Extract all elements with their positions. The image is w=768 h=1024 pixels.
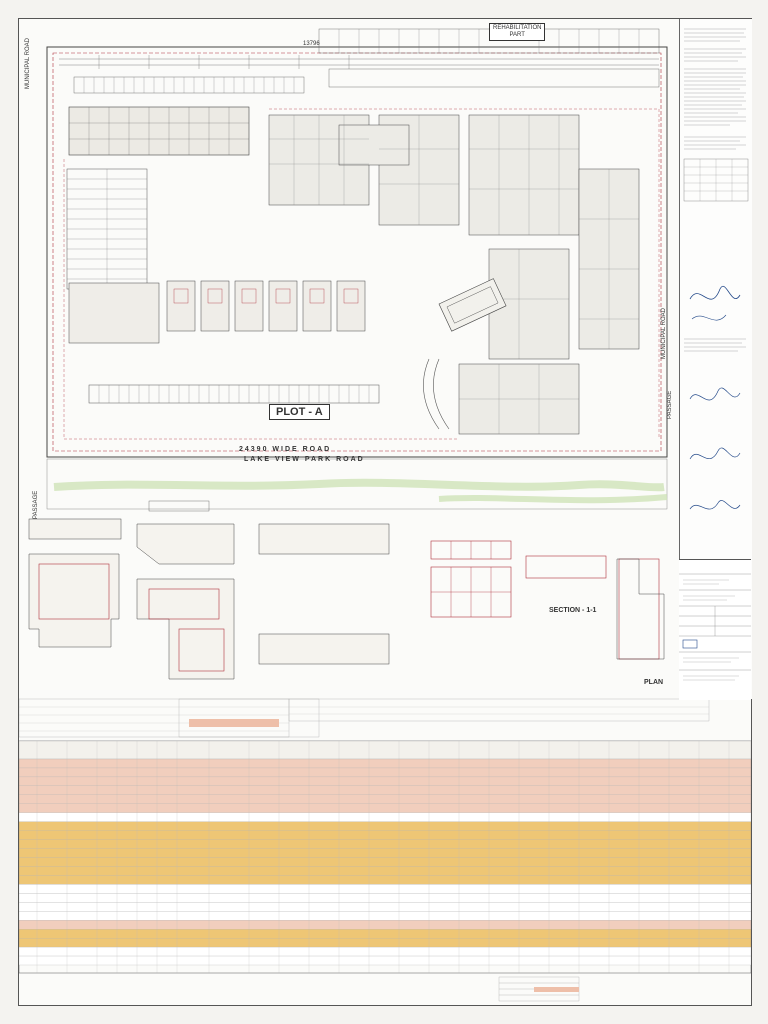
table-row: [19, 929, 751, 939]
table-row: [19, 875, 751, 885]
notes-text-lines: [683, 28, 749, 510]
table-row: [19, 785, 751, 795]
road-width-label: 24390 WIDE ROAD: [239, 446, 332, 453]
table-row: [19, 848, 751, 858]
table-row: [19, 776, 751, 786]
title-block-grid: [679, 573, 751, 681]
table-row: [19, 812, 751, 822]
table-row: [19, 821, 751, 831]
municipal-road-left-label: MUNICIPAL ROAD: [25, 37, 31, 89]
dimension-top: 13796: [303, 41, 320, 47]
table-row: [19, 911, 751, 921]
table-row: [19, 893, 751, 903]
table-row: [19, 946, 751, 957]
table-row: [19, 938, 751, 948]
passage-right-label: PASSAGE: [667, 390, 673, 419]
table-row: [19, 767, 751, 778]
table-row: [19, 920, 751, 930]
table-row: [19, 857, 751, 867]
passage-left-label: PASSAGE: [33, 490, 39, 519]
table-row: [19, 866, 751, 876]
municipal-road-right-label: MUNICIPAL ROAD: [661, 307, 667, 359]
table-header: [19, 740, 751, 760]
table-row: [19, 830, 751, 840]
plan-label: PLAN: [644, 679, 664, 686]
section-label: SECTION - 1-1: [549, 607, 597, 614]
table-row: [19, 902, 751, 912]
plot-label: PLOT - A: [269, 404, 330, 420]
road-name-label: LAKE VIEW PARK ROAD: [244, 456, 365, 463]
table-row: [19, 758, 751, 769]
table-row: [19, 839, 751, 849]
table-row: [19, 955, 751, 966]
drawing-sheet: REHABILITATION PART MUNICIPAL ROAD MUNIC…: [18, 18, 752, 1006]
site-plan-drawing: [19, 28, 751, 1002]
table-row: [19, 884, 751, 894]
title-block: [679, 559, 751, 700]
table-row: [19, 803, 751, 813]
rehabilitation-label: REHABILITATION PART: [489, 23, 546, 41]
table-row: [19, 794, 751, 804]
